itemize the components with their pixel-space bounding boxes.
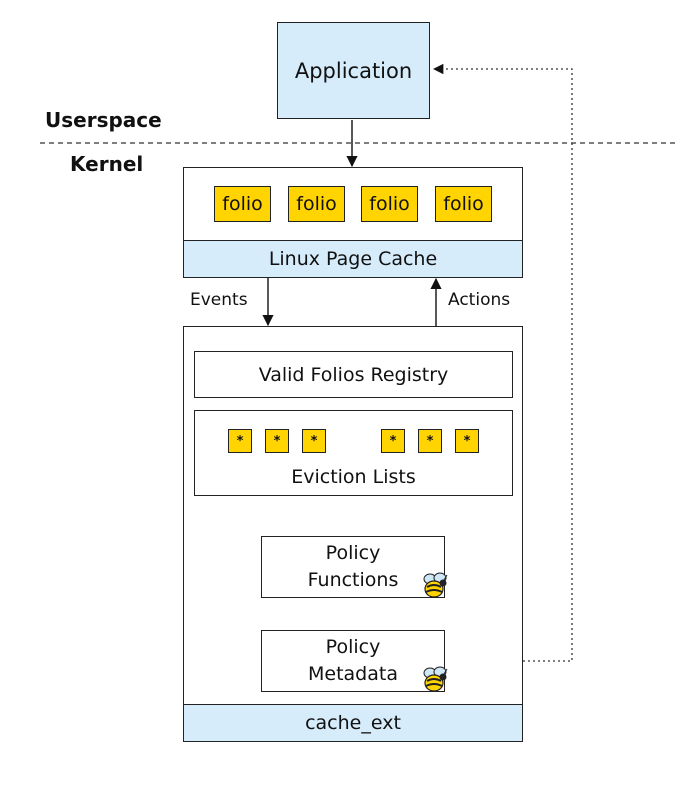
eviction-node-a1: * [228, 429, 252, 453]
userspace-label: Userspace [45, 108, 162, 132]
events-label: Events [190, 290, 248, 310]
application-label: Application [294, 58, 413, 83]
eviction-node-b2: * [418, 429, 442, 453]
eviction-node-a2: * [265, 429, 289, 453]
policy-functions-box: Policy Functions [261, 536, 445, 598]
policy-functions-line1: Policy [325, 542, 381, 564]
valid-folios-registry: Valid Folios Registry [194, 351, 513, 398]
eviction-node-b1: * [381, 429, 405, 453]
application-box: Application [277, 22, 430, 119]
policy-metadata-line1: Policy [325, 636, 381, 658]
folio-4: folio [435, 186, 492, 222]
folio-2: folio [288, 186, 345, 222]
cache-ext-label: cache_ext [184, 704, 522, 741]
policy-functions-line2: Functions [307, 569, 399, 591]
policy-metadata-line2: Metadata [308, 663, 398, 685]
folio-1: folio [214, 186, 271, 222]
bee-icon [423, 572, 448, 598]
page-cache-label: Linux Page Cache [184, 240, 522, 277]
actions-label: Actions [448, 290, 511, 310]
eviction-node-b3: * [455, 429, 479, 453]
bee-icon [423, 666, 448, 692]
eviction-lists-label: Eviction Lists [291, 466, 416, 488]
folio-3: folio [361, 186, 418, 222]
eviction-node-a3: * [302, 429, 326, 453]
policy-metadata-box: Policy Metadata [261, 630, 445, 692]
eviction-lists-box [194, 410, 513, 496]
kernel-label: Kernel [70, 152, 144, 176]
